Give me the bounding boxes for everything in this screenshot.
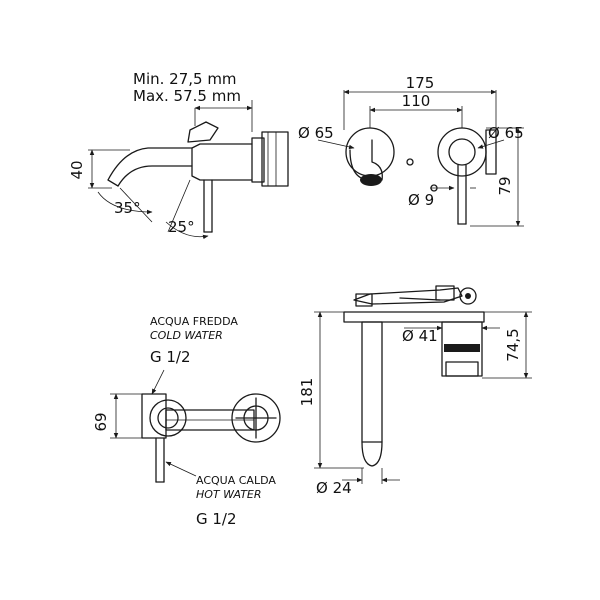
top-view: Ø 41 74,5 181 Ø 24 [298,285,532,497]
lever-angle-dim: 25° [168,218,195,236]
outer-width-dim: 175 [406,74,435,92]
front-height-dim: 79 [496,176,514,195]
side-view: Min. 27,5 mm Max. 57.5 mm 40 35° 25° [68,70,289,240]
right-rosette-diameter: Ø 65 [488,124,524,142]
cold-water-label: ACQUA FREDDA [150,315,238,328]
wall-flange [343,311,485,323]
body-diameter-dim: Ø 41 [402,327,438,345]
inner-width-dim: 110 [402,92,431,110]
cold-thread-label: G 1/2 [150,348,191,366]
mixer-body [191,143,253,181]
spout-length-dim: 181 [298,378,316,407]
wall-plate-ring [251,137,265,183]
wall-plate [261,131,289,187]
rear-height-dim: 69 [92,412,110,431]
spout-angle-dim: 35° [114,199,141,217]
front-view: 175 110 Ø 65 Ø 65 Ø 9 79 [298,74,524,227]
hot-thread-label: G 1/2 [196,510,237,528]
lever-diameter-dim: Ø 9 [408,191,434,209]
rear-rosette [231,393,281,443]
spout-height-dim: 40 [68,160,86,179]
rear-view: ACQUA FREDDA COLD WATER G 1/2 ACQUA CALD… [92,315,281,528]
left-rosette-diameter: Ø 65 [298,124,334,142]
lever-top [353,287,463,305]
spout-pipe [361,321,383,443]
max-depth-label: Max. 57.5 mm [133,87,241,105]
lever-head [187,121,219,143]
lever-knob [459,287,477,305]
spout-front [349,139,383,181]
spout [107,147,193,187]
spout-diameter-dim: Ø 24 [316,479,352,497]
hot-water-label-en: HOT WATER [196,488,262,501]
cold-water-label-en: COLD WATER [150,329,223,342]
spout-outlet [360,174,382,186]
body-depth-dim: 74,5 [504,328,522,361]
min-depth-label: Min. 27,5 mm [133,70,237,88]
hot-water-label: ACQUA CALDA [196,474,276,487]
lever-rosette [437,127,487,177]
